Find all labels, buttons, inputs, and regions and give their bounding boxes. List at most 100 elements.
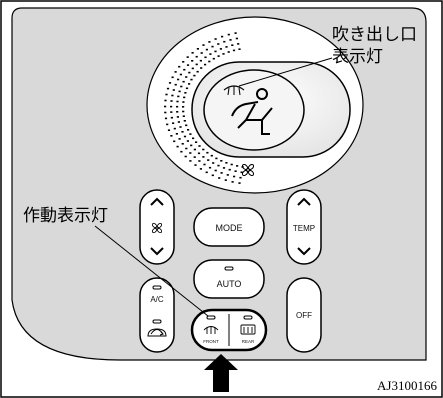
fan-icon [151, 222, 163, 234]
dial-tick [176, 145, 179, 148]
mode-button-label: MODE [216, 223, 243, 233]
dial-tick [237, 43, 240, 45]
chevron-up-icon[interactable] [150, 197, 164, 206]
dial-tick [228, 168, 231, 171]
dial-tick [220, 172, 223, 174]
dial-tick [200, 67, 203, 69]
dial-tick [171, 94, 174, 97]
dial-tick [165, 93, 168, 96]
recirculation-icon [147, 328, 167, 337]
dial-tick [195, 141, 198, 143]
rear-indicator-lamp [243, 315, 253, 320]
vent-callout-line [238, 57, 333, 87]
dial-tick-marks [164, 32, 244, 184]
dial-tick [238, 48, 241, 50]
dial-tick [232, 49, 236, 52]
dial-tick [222, 167, 226, 169]
dial-tick [229, 39, 232, 41]
dial-tick [181, 143, 184, 145]
dial-tick [196, 48, 199, 50]
dial-tick [183, 120, 186, 122]
dial-tick [173, 140, 176, 143]
dial-tick [199, 59, 202, 62]
dial-tick [199, 168, 202, 170]
dial-tick [222, 53, 225, 55]
dial-tick [233, 175, 236, 178]
dial-tick [240, 171, 243, 174]
dial-tick [184, 155, 187, 158]
dial-tick [223, 40, 226, 43]
dial-tick [170, 100, 173, 102]
dial-tick [173, 127, 176, 130]
dial-tick [191, 60, 194, 62]
dial-tick [205, 171, 208, 174]
dial-tick [207, 159, 210, 161]
dial-tick [225, 162, 228, 164]
dial-tick [170, 105, 173, 108]
rear-label: REAR [242, 339, 255, 344]
dial-tick [185, 87, 189, 90]
dial-tick [209, 53, 212, 55]
dial-tick [230, 163, 233, 166]
dial-tick [211, 174, 214, 177]
dial-tick [219, 48, 222, 50]
dial-tick [238, 182, 241, 184]
dial-tick [214, 50, 217, 53]
dial-tick [202, 148, 205, 151]
dial-tick [193, 148, 196, 151]
dial-tick [176, 111, 179, 113]
dial-tick [212, 162, 215, 164]
dial-tick [170, 116, 173, 119]
dial-tick [190, 144, 193, 147]
dial-tick [175, 133, 178, 135]
dial-tick [225, 46, 228, 48]
fan-speed-rocker[interactable] [139, 189, 175, 265]
dial-tick [182, 115, 185, 117]
dial-tick [166, 87, 170, 90]
chevron-down-icon[interactable] [297, 247, 311, 256]
dial-tick [224, 179, 227, 181]
vent-indicator-callout: 吹き出し口 表示灯 [238, 25, 417, 87]
front-label: FRONT [203, 339, 219, 344]
front-defroster-button[interactable]: FRONT [203, 315, 219, 344]
dial-tick [186, 140, 189, 142]
dial-tick [208, 41, 211, 43]
dial-tick [179, 73, 182, 76]
dial-tick [189, 133, 192, 135]
dial-tick [164, 105, 167, 108]
dial-tick [203, 163, 206, 166]
dial-tick [195, 63, 198, 66]
dial-tick [167, 129, 171, 131]
ac-recirc-rocker[interactable]: A/C [139, 277, 175, 353]
dial-tick [180, 150, 183, 153]
dial-tick [198, 160, 201, 162]
indicator-callout-text: 作動表示灯 [23, 206, 108, 226]
dial-tick [183, 68, 186, 71]
chevron-down-icon[interactable] [150, 247, 164, 256]
fan-icon [241, 163, 255, 177]
dial-tick [220, 160, 223, 162]
dial-tick [174, 83, 177, 86]
dial-tick [227, 33, 230, 36]
dial-tick [212, 57, 215, 60]
dial-tick [214, 38, 217, 40]
indicator-lamp-callout: 作動表示灯 [23, 206, 209, 317]
dial-tick [182, 61, 185, 63]
rear-defroster-button[interactable]: REAR [240, 315, 256, 344]
chevron-up-icon[interactable] [297, 197, 311, 206]
dial-tick [176, 100, 179, 103]
dial-tick [193, 74, 196, 77]
front-indicator-lamp [206, 315, 216, 320]
dial-tick [191, 52, 194, 54]
dial-tick [191, 67, 194, 70]
mode-button[interactable]: MODE [193, 207, 265, 247]
dial-tick [194, 164, 197, 166]
auto-button[interactable]: AUTO [193, 259, 265, 299]
dial-tick [206, 151, 209, 154]
dial-tick [214, 169, 217, 172]
dial-tick [186, 56, 189, 58]
off-button[interactable]: OFF [286, 277, 322, 353]
temp-rocker[interactable]: TEMP [286, 189, 322, 265]
